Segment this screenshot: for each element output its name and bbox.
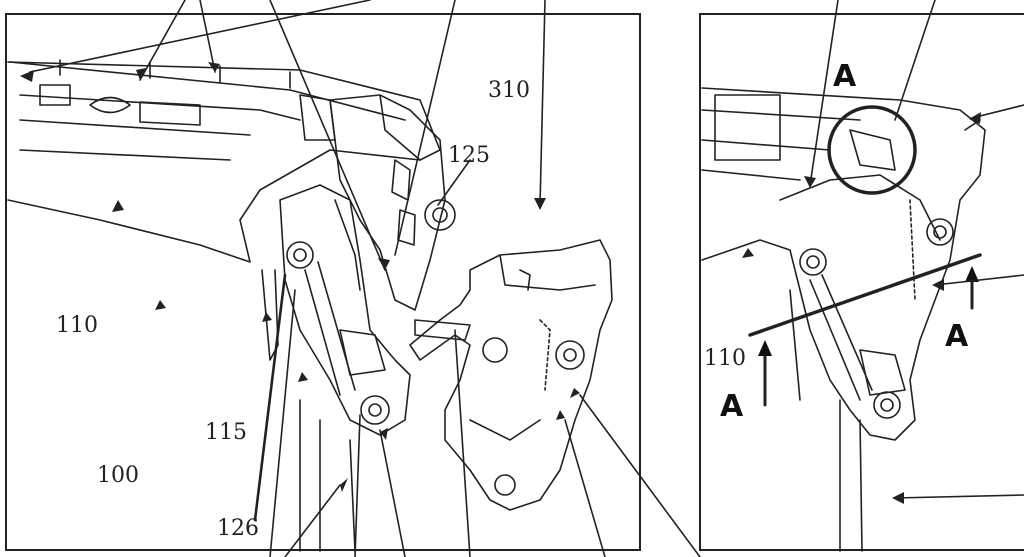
detail-arrowheads — [742, 112, 981, 504]
label-110: 110 — [56, 313, 98, 338]
label-126: 126 — [217, 516, 259, 541]
linkage-arm — [261, 184, 411, 436]
support-post — [299, 399, 356, 552]
label-310: 310 — [488, 78, 530, 103]
housing-beam — [7, 59, 441, 263]
label-115: 115 — [205, 420, 247, 445]
arrowheads — [20, 62, 580, 492]
component-310 — [409, 239, 613, 511]
section-letter-a-left: A — [720, 389, 744, 424]
label-125: 125 — [448, 143, 490, 168]
label-100: 100 — [97, 463, 139, 488]
side-mount — [329, 94, 456, 311]
section-arrowheads — [758, 266, 979, 356]
detail-view — [701, 87, 986, 552]
section-letter-a-top: A — [833, 59, 857, 94]
detail-leader-lines — [809, 0, 1024, 499]
section-letter-a-right: A — [945, 319, 969, 354]
detail-label-110: 110 — [704, 346, 746, 371]
leader-lines — [29, 0, 701, 557]
